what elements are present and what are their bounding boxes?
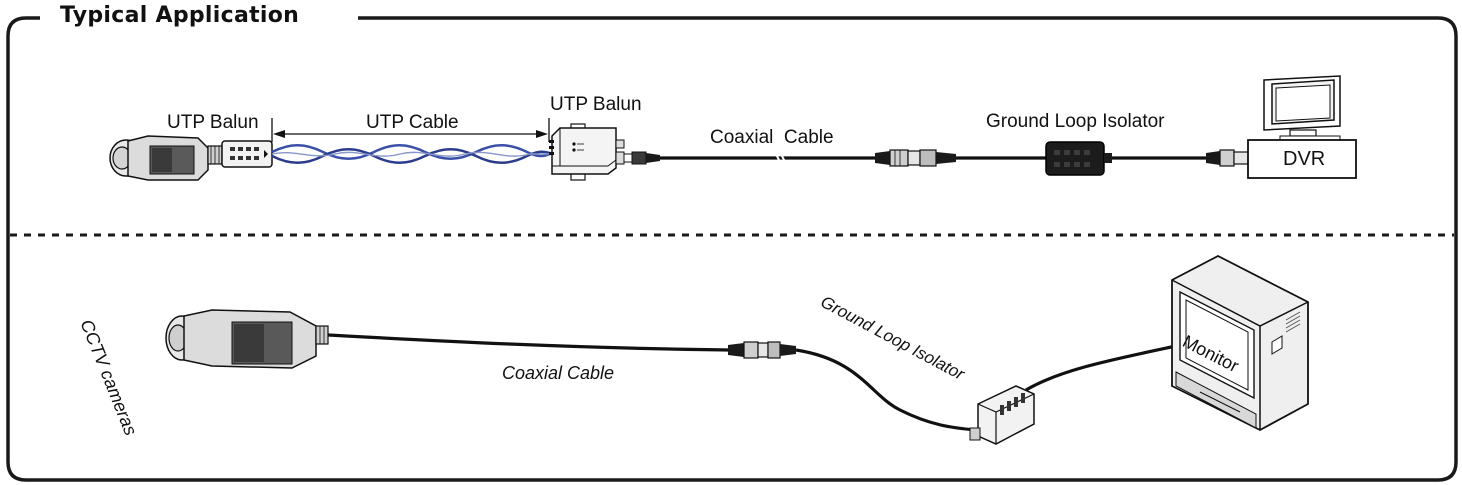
frame-border xyxy=(6,16,1458,482)
label-utp-cable: UTP Cable xyxy=(366,112,459,133)
label-dvr: DVR xyxy=(1283,148,1326,170)
cctv-camera-bottom xyxy=(165,309,329,369)
label-utp-balun-left: UTP Balun xyxy=(167,112,259,133)
label-coaxial-cable-top: Coaxial Cable xyxy=(710,127,834,148)
label-ground-loop-isolator-top: Ground Loop Isolator xyxy=(986,111,1165,132)
cctv-camera-top xyxy=(109,135,209,181)
section-title: Typical Application xyxy=(52,3,308,29)
coax-to-isolator-bottom xyxy=(795,348,977,432)
bnc-joiner-bottom xyxy=(728,341,796,359)
bnc-joiner xyxy=(875,149,956,167)
utp-balun-left xyxy=(207,140,273,168)
label-coaxial-cable-bottom: Coaxial Cable xyxy=(502,363,615,383)
dvr-unit xyxy=(1247,75,1357,179)
label-utp-balun-right: UTP Balun xyxy=(550,94,642,115)
ground-loop-isolator-bottom xyxy=(969,385,1035,445)
bnc-connector-1 xyxy=(631,151,660,165)
utp-twisted-cable xyxy=(271,144,551,164)
coaxial-cable-bottom xyxy=(327,333,731,352)
coax-to-monitor xyxy=(1025,344,1177,392)
utp-cable-dimension xyxy=(271,118,550,142)
ground-loop-isolator-top xyxy=(1045,141,1112,176)
monitor-unit xyxy=(1171,254,1309,432)
bnc-connector-dvr xyxy=(1206,149,1249,167)
utp-balun-right xyxy=(549,123,633,181)
